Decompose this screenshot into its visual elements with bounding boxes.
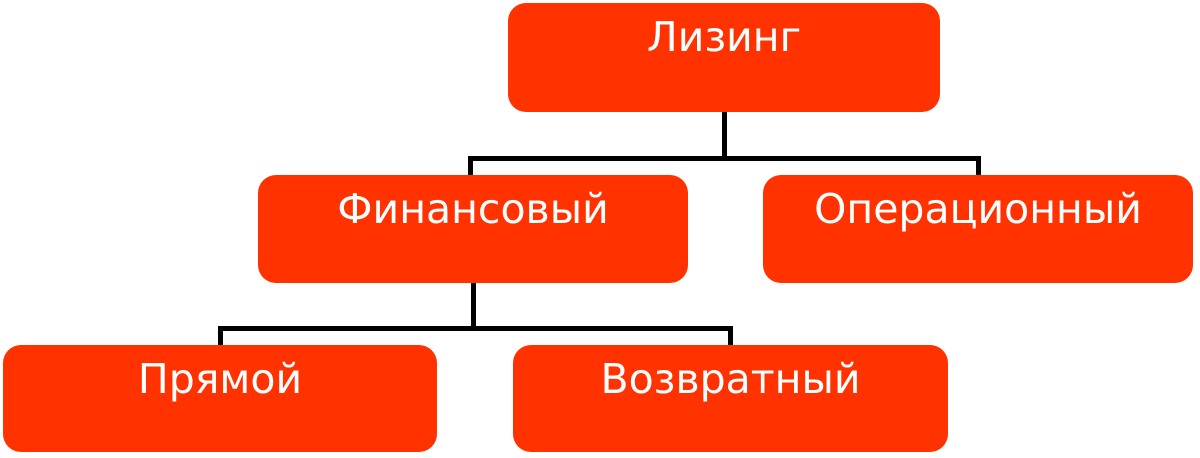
node-leaseback: Возвратный: [513, 345, 948, 452]
node-operational: Операционный: [763, 175, 1193, 283]
connector-root-crossbar: [468, 156, 981, 161]
connector-root-drop-left: [468, 156, 473, 175]
connector-root-drop-right: [976, 156, 981, 175]
node-financial: Финансовый: [258, 175, 688, 283]
connector-financial-drop-right: [728, 326, 733, 345]
connector-financial-crossbar: [218, 326, 733, 331]
node-leasing: Лизинг: [508, 3, 940, 112]
connector-financial-drop-left: [218, 326, 223, 345]
connector-root-stem: [722, 112, 727, 161]
connector-financial-stem: [471, 283, 476, 331]
node-direct: Прямой: [3, 345, 437, 452]
